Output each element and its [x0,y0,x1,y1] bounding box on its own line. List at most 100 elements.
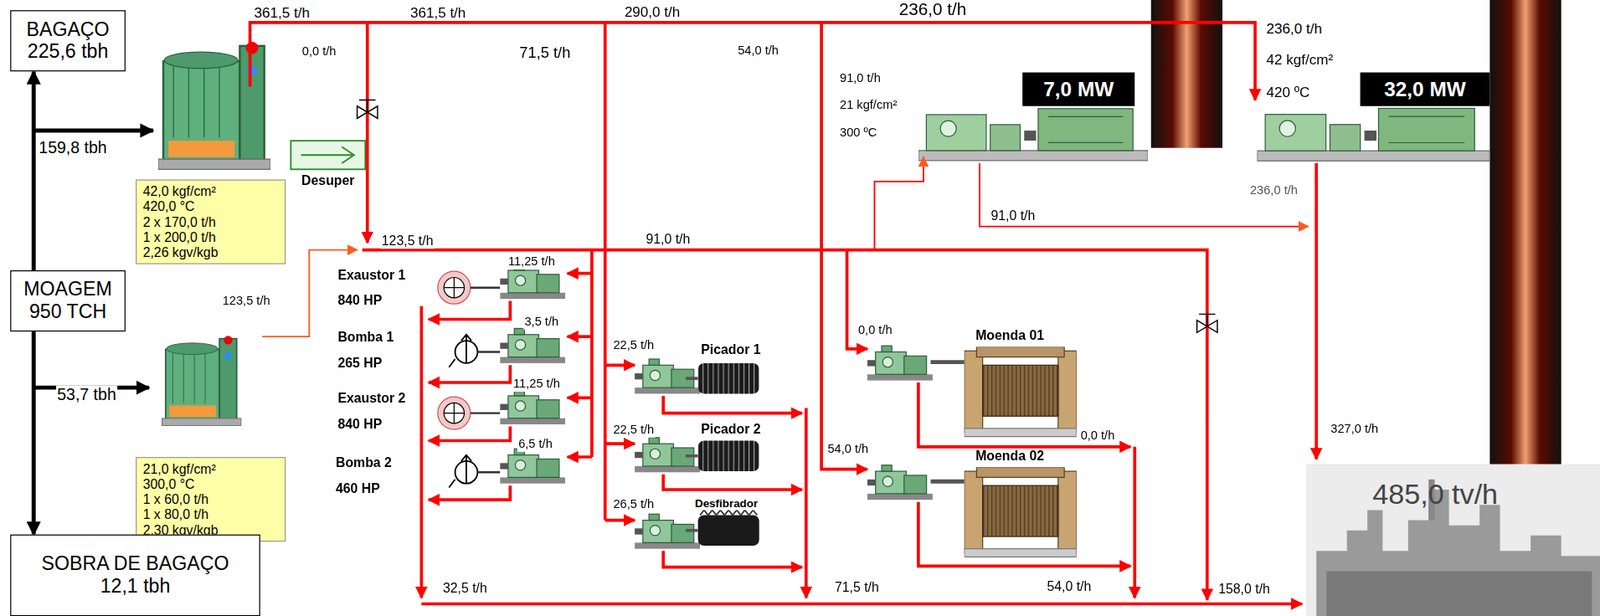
flow-label: 26,5 t/h [612,498,655,513]
machine-label: 460 HP [334,481,381,497]
steam-line [250,22,1318,605]
flow-label: 158,0 t/h [1217,582,1271,598]
machine-label: 840 HP [336,293,383,309]
flow-label: 236,0 t/h [1265,20,1323,37]
node-text: MOAGEM [23,278,112,302]
machine-label: Bomba 1 [336,330,395,346]
flow-label: 91,0 t/h [838,71,882,86]
steam-line [605,363,635,367]
steam-line [421,602,1302,607]
steam-line [590,250,594,458]
desuperheater: Desuper [290,140,366,188]
flow-label: 54,0 t/h [1045,579,1092,595]
node-text: 225,6 tbh [27,41,109,64]
flow-label: 54,0 t/h [826,442,870,458]
fan-symbol [443,277,464,299]
flow-label: 290,0 t/h [623,3,682,21]
flow-label: 236,0 t/h [1249,183,1299,198]
pump-symbol [448,455,472,489]
flow-label: 361,5 t/h [409,4,468,21]
chimney [1151,0,1562,470]
pump-symbol [448,334,500,489]
fan-symbol [437,271,500,430]
factory-picture [1306,464,1600,616]
shredder-drum [699,509,757,515]
boiler [158,41,271,170]
machine-label: Exaustor 1 [336,268,407,284]
pump-symbol [448,334,472,368]
flow-label: 71,5 t/h [518,43,572,62]
mill-box: MOAGEM950 TCH [10,270,126,332]
flow-label: 123,5 t/h [380,233,435,249]
desuper-box [290,140,366,170]
node-text: SOBRA DE BAGAÇO [41,553,230,577]
small-turbine [867,345,933,381]
node-text: 7,0 MW [1043,77,1114,102]
small-turbine [499,448,566,484]
node-text: 32,0 MW [1383,77,1467,102]
flow-label: 32,5 t/h [442,581,489,597]
node-text: 300,0 °C [143,476,196,492]
turbo-generator [918,108,1148,161]
steam-line [663,550,803,568]
machine-label: Moenda 02 [974,448,1045,464]
bagasse-arrow [31,71,37,271]
flow-label: 22,5 t/h [612,339,655,354]
valve [359,99,376,113]
steam-line [874,157,924,251]
node-text: BAGAÇO [25,18,109,42]
fan-symbol [443,402,464,423]
flow-label: 6,5 t/h [517,437,554,453]
steam-line [428,365,511,383]
flow-label: 327,0 t/h [1329,422,1379,438]
node-text: 1 x 80,0 t/h [143,507,209,523]
steam-line [428,426,511,441]
flow-label: 123,5 t/h [221,294,271,309]
bagasse-line [33,128,154,134]
power-box: 7,0 MW [1022,72,1135,107]
shredder-drum [698,363,760,395]
steam-line [663,396,803,414]
flow-label: 420 ºC [1265,83,1311,101]
turbo-generator [918,108,1491,161]
machine-label: Picador 1 [699,343,762,359]
flow-label: 3,5 t/h [523,315,560,330]
flow-label: 11,25 t/h [507,255,556,270]
flow-label: 42 kgf/cm² [1265,51,1334,68]
machine-label: Bomba 2 [334,456,393,472]
boiler-spec: 42,0 kgf/cm²420,0 °C2 x 170,0 t/h1 x 200… [135,180,286,265]
node-text: 1 x 60,0 t/h [143,491,209,507]
valve [357,99,1218,333]
steam-line [1314,163,1318,459]
node-text: 2,26 kgv/kgb [143,245,219,261]
turbo-generator [1257,108,1491,161]
factory-picture [1306,464,1600,616]
flow-label: 22,5 t/h [612,423,655,438]
machine-label: Picador 2 [699,422,762,438]
steam-line [567,455,592,459]
machine-label: 265 HP [336,355,383,371]
small-turbine [634,359,700,394]
steam-line [567,334,592,339]
steam-line [605,519,635,523]
machine-label: Exaustor 2 [336,391,407,407]
steam-line [567,396,592,400]
shredder-drum [698,514,760,546]
fuel-box: BAGAÇO225,6 tbh [10,10,126,72]
fan-symbol [437,271,471,304]
small-turbine [499,390,566,425]
small-turbine [867,465,933,500]
bagasse-arrow [31,331,37,536]
flow-label: 21 kgf/cm² [838,98,899,114]
steam-line [365,22,370,243]
node-text: 950 TCH [29,301,107,325]
flow-label: 0,0 t/h [301,45,338,60]
pump-symbol [477,351,500,473]
machine-label: 840 HP [336,416,383,433]
mill [931,362,965,483]
steam-line [567,272,592,276]
steam-line [1132,447,1137,598]
flow-label: 91,0 t/h [989,209,1036,225]
node-text: 21,0 kgf/cm² [143,461,217,477]
desuper-box [301,147,355,165]
